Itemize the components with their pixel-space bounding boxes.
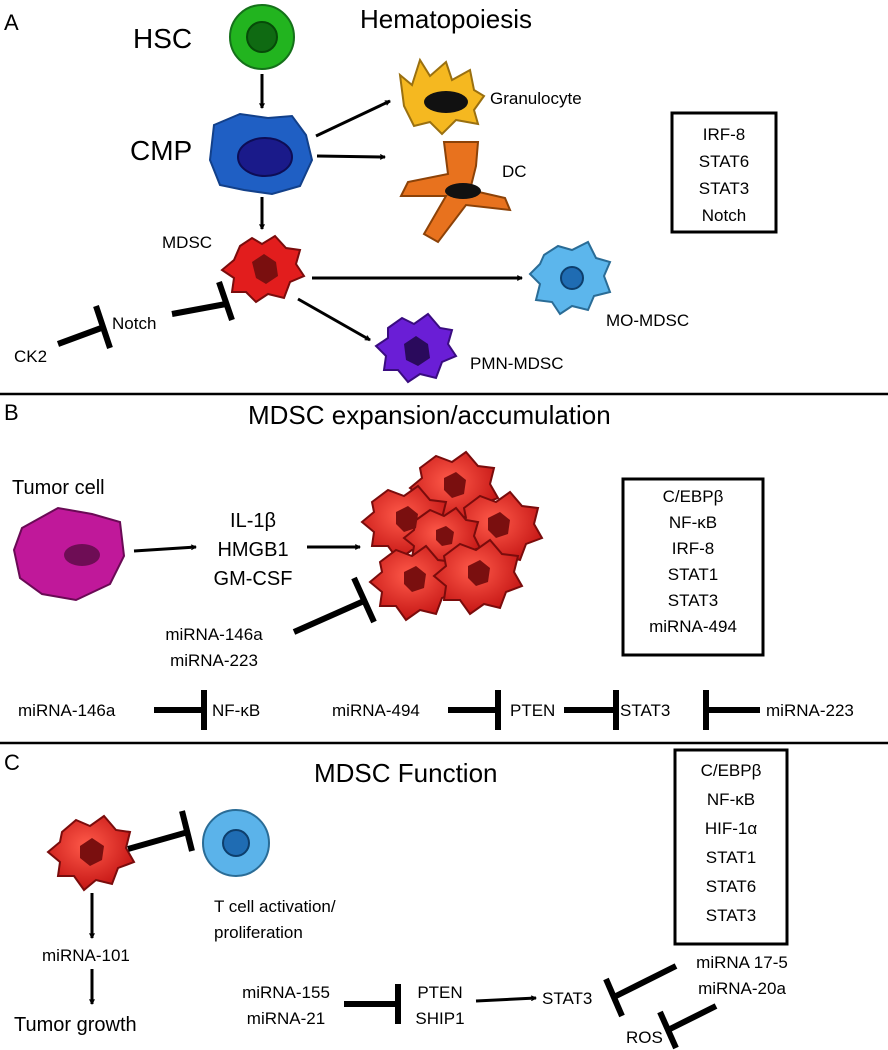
panel-a-title: Hematopoiesis [360, 4, 532, 34]
mdsc-label: MDSC [162, 233, 212, 252]
tumor-cell-label: Tumor cell [12, 477, 105, 499]
mirna-label: miRNA-223 [170, 651, 258, 670]
pten-ship1-label: SHIP1 [415, 1009, 464, 1028]
pathway2-mirna494: miRNA-494 [332, 701, 420, 720]
panel-a-factor: Notch [702, 206, 746, 225]
mo-mdsc-label: MO-MDSC [606, 311, 689, 330]
panel-b-factor-box [621, 477, 765, 657]
panel-b-factor: STAT3 [668, 591, 718, 610]
tumor-to-factors-arrow [133, 547, 196, 553]
hsc-cell [229, 4, 295, 70]
cmp-label: CMP [130, 135, 192, 166]
panel-c-factor: HIF-1α [705, 819, 758, 838]
granulocyte-cell [398, 57, 486, 136]
panel-c-title: MDSC Function [314, 758, 498, 788]
panel-c-factor: C/EBPβ [701, 761, 762, 780]
pten-ship1-list: PTEN SHIP1 [415, 983, 464, 1028]
pmn-mdsc-cell [374, 312, 458, 384]
panel-a-factor: IRF-8 [703, 125, 746, 144]
panel-b-title: MDSC expansion/accumulation [248, 400, 611, 430]
tcell-label-line1: T cell activation/ [214, 897, 336, 916]
ros-label: ROS [626, 1028, 663, 1047]
tumor-cell [12, 506, 126, 602]
factor-label: HMGB1 [217, 539, 288, 561]
t-cell [202, 809, 270, 877]
cmp-cell [208, 112, 314, 196]
panel-c-factor-box [673, 748, 789, 946]
mirna101-label: miRNA-101 [42, 946, 130, 965]
mirna-right-list: miRNA 17-5 miRNA-20a [696, 953, 788, 998]
mirna-left-list: miRNA-155 miRNA-21 [242, 983, 330, 1028]
ck2-inhibition-bar [93, 305, 113, 349]
panel-a-factor: STAT3 [699, 179, 749, 198]
factor-list: IL-1β HMGB1 GM-CSF [214, 510, 293, 590]
stat3-c-label: STAT3 [542, 989, 592, 1008]
mo-mdsc-cell [528, 240, 612, 316]
tcell-label-line2: proliferation [214, 923, 303, 942]
pathway1-target: NF-κB [212, 701, 260, 720]
cmp-to-dc-arrow [316, 156, 385, 157]
cmp-to-granulocyte-arrow [315, 99, 390, 138]
mdsc-cluster [360, 450, 544, 622]
mirna-inhibition-bar [351, 576, 377, 624]
granulocyte-label: Granulocyte [490, 89, 582, 108]
pathway2-stat3: STAT3 [620, 701, 670, 720]
mirna-right-label: miRNA 17-5 [696, 953, 788, 972]
ros-inhibition-bar [657, 1010, 679, 1050]
panel-c-letter: C [4, 750, 20, 775]
mirna-inhibitor-list: miRNA-146a miRNA-223 [165, 625, 263, 670]
panel-b-factor: IRF-8 [672, 539, 715, 558]
panel-c: C MDSC Function T cell activation/ proli… [4, 748, 789, 1050]
mdsc-c-cell [46, 814, 136, 892]
pathway1-mirna: miRNA-146a [18, 701, 116, 720]
pmn-mdsc-label: PMN-MDSC [470, 354, 564, 373]
panel-c-factor: NF-κB [707, 790, 755, 809]
ck2-label: CK2 [14, 347, 47, 366]
panel-a-factor-list: IRF-8 STAT6 STAT3 Notch [699, 125, 749, 225]
factor-label: IL-1β [230, 510, 276, 532]
tcell-inhibition-bar [179, 810, 195, 852]
panel-a-factor-box [670, 111, 778, 234]
pten-to-stat3-arrow [475, 998, 536, 1003]
dc-label: DC [502, 162, 527, 181]
panel-b-factor: STAT1 [668, 565, 718, 584]
mirna-right-inhibits-ros [666, 1003, 718, 1033]
mirna-right-inhibits-stat3 [612, 963, 678, 1000]
stat3-inhibition-bar [603, 977, 625, 1018]
panel-a-letter: A [4, 10, 19, 35]
tumor-growth-label: Tumor growth [14, 1014, 137, 1036]
panel-a: A Hematopoiesis HSC CMP Granulocyte DC [4, 4, 778, 384]
panel-b-factor: NF-κB [669, 513, 717, 532]
dc-cell [399, 141, 512, 244]
mirna-left-label: miRNA-155 [242, 983, 330, 1002]
notch-label: Notch [112, 314, 156, 333]
panel-a-factor: STAT6 [699, 152, 749, 171]
panel-b-factor: miRNA-494 [649, 617, 737, 636]
panel-b-factor-list: C/EBPβ NF-κB IRF-8 STAT1 STAT3 miRNA-494 [649, 487, 737, 636]
panel-c-factor-list: C/EBPβ NF-κB HIF-1α STAT1 STAT6 STAT3 [701, 761, 762, 925]
pathway2-pten: PTEN [510, 701, 555, 720]
mdsc-cell [220, 234, 306, 304]
pten-ship1-label: PTEN [417, 983, 462, 1002]
mirna-right-label: miRNA-20a [698, 979, 786, 998]
panel-c-factor: STAT1 [706, 848, 756, 867]
mirna-left-label: miRNA-21 [247, 1009, 325, 1028]
factor-label: GM-CSF [214, 568, 293, 590]
mdsc-cluster-nuclei [396, 472, 510, 592]
mirna-label: miRNA-146a [165, 625, 263, 644]
mirna-inhibits-mdsc [292, 598, 366, 635]
panel-b-factor: C/EBPβ [663, 487, 724, 506]
ck2-inhibits-notch [56, 324, 106, 347]
notch-inhibition-bar [216, 281, 235, 321]
mdsc-inhibits-tcell [127, 829, 189, 852]
notch-inhibits-mdsc [171, 301, 227, 317]
mdsc-to-pmn-mdsc-arrow [297, 297, 370, 342]
panel-b-letter: B [4, 400, 19, 425]
panel-c-factor: STAT3 [706, 906, 756, 925]
panel-b: B MDSC expansion/accumulation Tumor cell… [4, 400, 854, 730]
hsc-label: HSC [133, 23, 192, 54]
panel-c-factor: STAT6 [706, 877, 756, 896]
pathway2-mirna223: miRNA-223 [766, 701, 854, 720]
